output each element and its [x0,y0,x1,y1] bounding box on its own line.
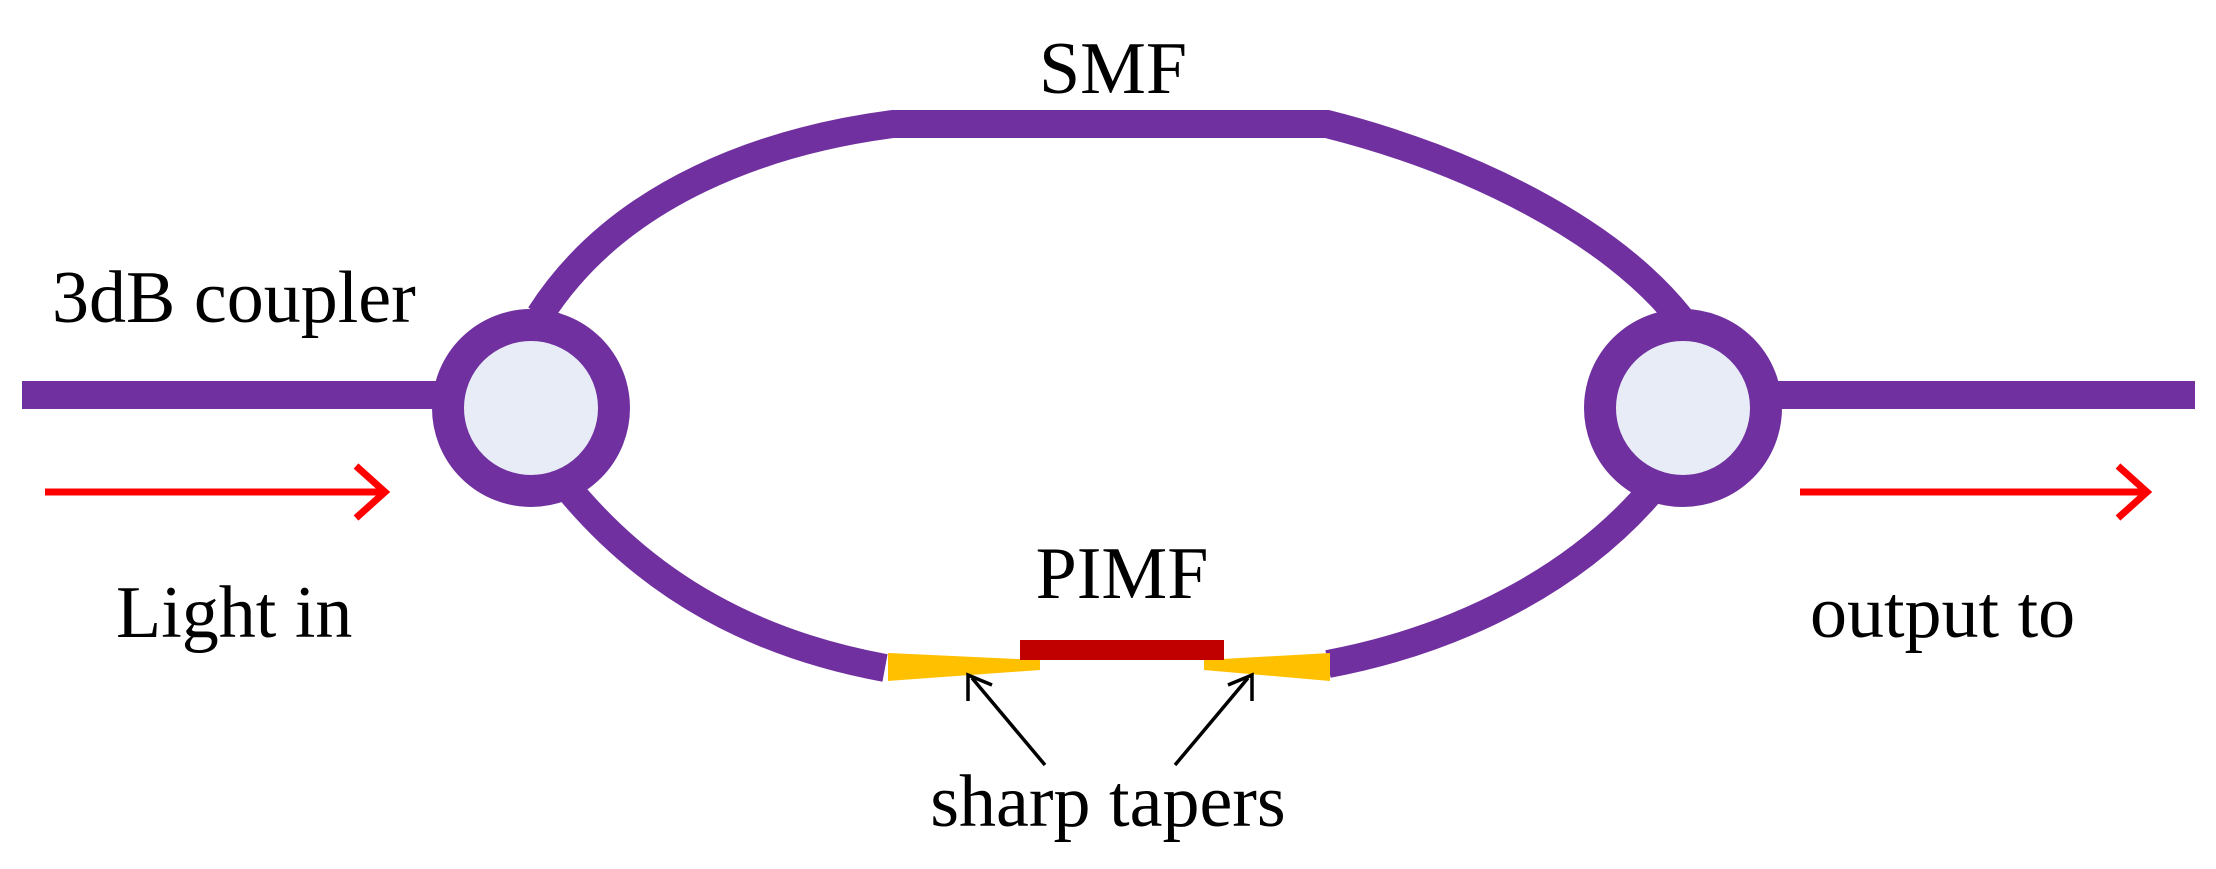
coupler-label: 3dB coupler [52,257,416,339]
lower-arm-left [552,473,888,682]
light-in-label: Light in [116,572,352,654]
taper-pointer-right [1173,672,1254,767]
taper-pointer-left [966,672,1047,767]
lower-arm-right [1325,471,1671,678]
left-coupler [432,309,630,507]
output-direction-arrow [1800,463,2153,521]
smf-label: SMF [1039,28,1187,110]
right-sharp-taper [1204,653,1330,681]
right-coupler [1584,309,1782,507]
pimf-label: PIMF [1036,533,1209,615]
pimf-segment [1020,640,1224,660]
smf-arm [528,110,1691,327]
sharp-tapers-label: sharp tapers [930,761,1285,843]
input-direction-arrow [45,463,391,521]
output-label: output to [1810,572,2075,654]
left-sharp-taper [888,653,1040,681]
